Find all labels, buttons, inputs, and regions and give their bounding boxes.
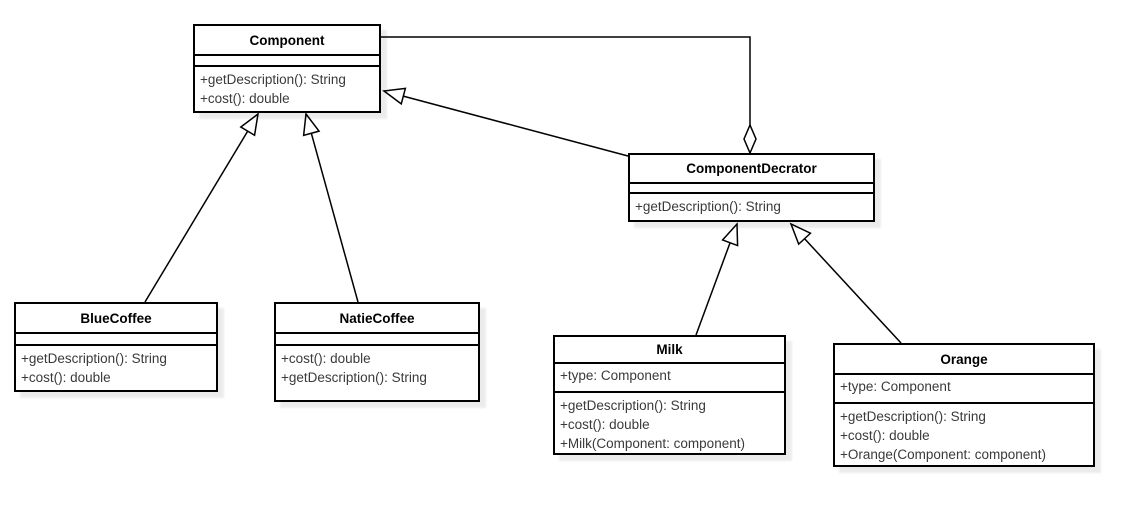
edge-decorator-aggregates-component[interactable] bbox=[381, 36, 750, 153]
method-item: +cost(): double bbox=[200, 91, 290, 106]
class-methods: +getDescription(): String +cost(): doubl… bbox=[835, 404, 1093, 465]
class-name: Milk bbox=[555, 337, 784, 364]
class-attributes: +type: Component bbox=[555, 364, 784, 393]
class-methods: +getDescription(): String +cost(): doubl… bbox=[195, 67, 379, 111]
class-methods: +getDescription(): String +cost(): doubl… bbox=[16, 346, 216, 390]
method-item: +getDescription(): String bbox=[635, 199, 781, 214]
class-name: BlueCoffee bbox=[16, 304, 216, 334]
method-item: +cost(): double bbox=[840, 428, 930, 443]
class-node-componentdecorator[interactable]: ComponentDecrator +getDescription(): Str… bbox=[628, 153, 875, 222]
method-item: +cost(): double bbox=[281, 351, 371, 366]
edge-natiecoffee-extends-component[interactable] bbox=[306, 114, 359, 303]
class-attributes-empty bbox=[195, 56, 379, 67]
method-item: +getDescription(): String bbox=[200, 72, 346, 87]
method-item: +Milk(Component: component) bbox=[560, 436, 745, 451]
class-methods: +getDescription(): String +cost(): doubl… bbox=[555, 393, 784, 453]
class-methods: +cost(): double +getDescription(): Strin… bbox=[276, 346, 478, 400]
class-methods: +getDescription(): String bbox=[630, 194, 873, 220]
class-node-milk[interactable]: Milk +type: Component +getDescription():… bbox=[553, 335, 786, 455]
method-item: +getDescription(): String bbox=[840, 409, 986, 424]
method-item: +getDescription(): String bbox=[21, 351, 167, 366]
class-node-component[interactable]: Component +getDescription(): String +cos… bbox=[193, 24, 381, 113]
edge-bluecoffee-extends-component[interactable] bbox=[144, 114, 258, 303]
method-item: +cost(): double bbox=[560, 417, 650, 432]
class-node-bluecoffee[interactable]: BlueCoffee +getDescription(): String +co… bbox=[14, 302, 218, 392]
class-attributes: +type: Component bbox=[835, 375, 1093, 404]
class-attributes-empty bbox=[630, 184, 873, 194]
class-name: Orange bbox=[835, 345, 1093, 375]
class-attributes-empty bbox=[276, 334, 478, 346]
class-node-natiecoffee[interactable]: NatieCoffee +cost(): double +getDescript… bbox=[274, 302, 480, 402]
method-item: +getDescription(): String bbox=[281, 370, 427, 385]
attribute-item: +type: Component bbox=[840, 379, 951, 394]
class-node-orange[interactable]: Orange +type: Component +getDescription(… bbox=[833, 343, 1095, 467]
class-attributes-empty bbox=[16, 334, 216, 346]
class-name: NatieCoffee bbox=[276, 304, 478, 334]
method-item: +Orange(Component: component) bbox=[840, 447, 1046, 462]
method-item: +cost(): double bbox=[21, 370, 111, 385]
attribute-item: +type: Component bbox=[560, 368, 671, 383]
edge-decorator-extends-component[interactable] bbox=[384, 91, 629, 157]
class-name: ComponentDecrator bbox=[630, 155, 873, 184]
class-name: Component bbox=[195, 26, 379, 56]
method-item: +getDescription(): String bbox=[560, 398, 706, 413]
edge-orange-extends-decorator[interactable] bbox=[791, 224, 902, 344]
edge-milk-extends-decorator[interactable] bbox=[695, 224, 737, 336]
